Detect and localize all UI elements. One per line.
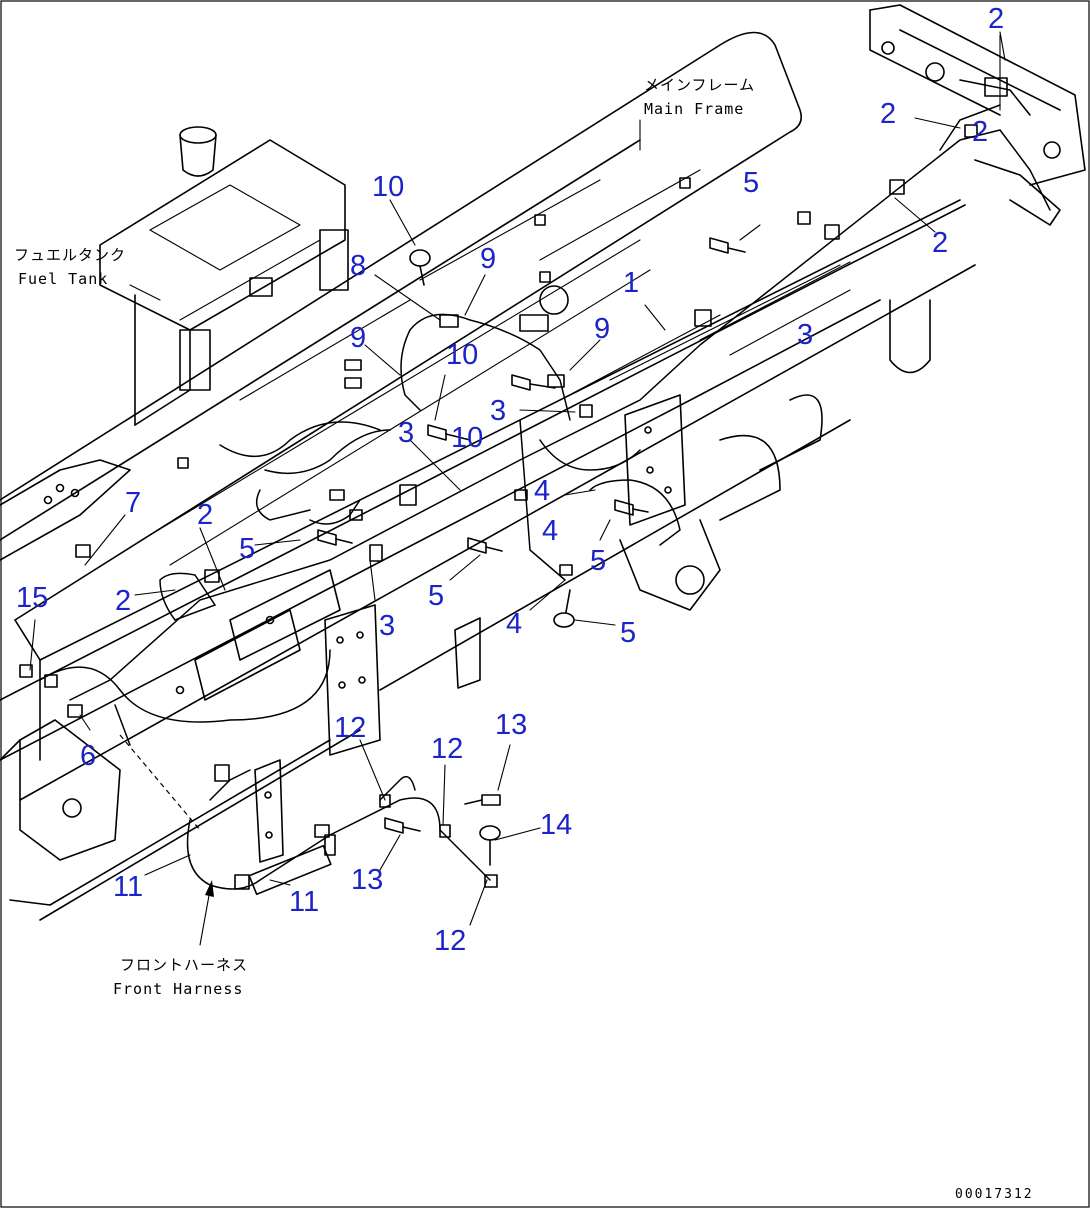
callout-13: 13 [495,709,527,741]
callout-2: 2 [880,98,896,130]
callout-5: 5 [743,167,759,199]
bolt [317,529,353,546]
callout-11: 11 [289,886,319,918]
callout-5: 5 [590,545,606,577]
callout-2: 2 [988,3,1004,35]
fuel-tank-label-en: Fuel Tank [18,270,108,288]
callout-13: 13 [351,864,383,896]
rear-cross-member [719,4,1086,521]
front-frame-detail [0,285,721,863]
callout-12: 12 [431,733,463,765]
callout-1: 1 [623,267,639,299]
callout-4: 4 [534,475,550,507]
callout-9: 9 [594,313,610,345]
main-frame [0,31,976,921]
callout-6: 6 [80,740,96,772]
bolt [464,794,501,806]
text-labels: メインフレーム Main Frame フュエルタンク Fuel Tank フロン… [14,76,1034,1202]
main-frame-label-jp: メインフレーム [644,76,755,94]
document-number: 00017312 [955,1187,1034,1202]
callout-12: 12 [334,712,366,744]
callout-2: 2 [932,227,948,259]
bolts [317,237,746,866]
callout-3: 3 [379,610,395,642]
bolt [709,237,746,254]
callout-2: 2 [115,585,131,617]
clamps-and-connectors [19,77,1008,896]
callout-14: 14 [540,809,572,841]
callout-10: 10 [372,171,404,203]
wiring-harness [39,104,1051,890]
bolt [479,825,501,866]
callout-2: 2 [972,116,988,148]
bolt [467,537,503,554]
callout-4: 4 [506,608,522,640]
main-frame-label-en: Main Frame [644,100,744,118]
bolt [553,589,575,628]
bolt [614,499,649,516]
callout-3: 3 [797,319,813,351]
callout-10: 10 [446,339,478,371]
callout-12: 12 [434,925,466,957]
bolt [409,249,431,286]
fuel-tank [99,126,362,426]
callout-11: 11 [113,871,143,903]
callout-5: 5 [620,617,636,649]
leader-lines [29,31,1006,946]
callout-7: 7 [125,487,141,519]
callout-9: 9 [480,243,496,275]
bolt [427,424,471,441]
callout-3: 3 [398,417,414,449]
callout-3: 3 [490,395,506,427]
callout-2: 2 [197,499,213,531]
bolt [384,817,421,834]
callout-8: 8 [350,250,366,282]
part-callouts: 1 2 2 2 2 2 2 3 3 3 3 4 4 4 5 5 5 5 5 6 … [16,3,1004,957]
callout-15: 15 [16,582,48,614]
front-harness-label-jp: フロントハーネス [120,956,248,974]
callout-5: 5 [428,580,444,612]
fuel-tank-label-jp: フュエルタンク [14,246,126,264]
callout-9: 9 [350,322,366,354]
callout-10: 10 [451,422,483,454]
front-harness-label-en: Front Harness [113,980,243,998]
callout-4: 4 [542,515,558,547]
callout-5: 5 [239,533,255,565]
bolt [511,374,556,391]
